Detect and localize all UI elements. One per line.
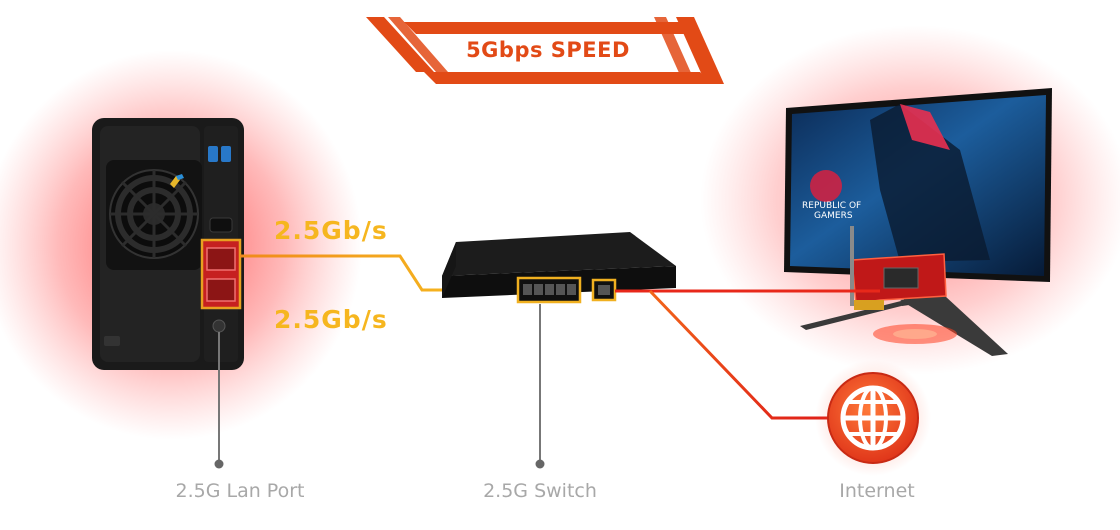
speed-banner xyxy=(366,17,724,84)
caption-internet: Internet xyxy=(839,480,915,502)
monitor-brand-line2: GAMERS xyxy=(814,211,853,221)
rog-eye-logo xyxy=(810,170,842,202)
fan-icon xyxy=(106,160,202,270)
caption-switch: 2.5G Switch xyxy=(483,480,597,502)
nas-device xyxy=(92,118,244,370)
caption-lan-port: 2.5G Lan Port xyxy=(175,480,305,502)
switch-out-links xyxy=(615,289,880,420)
speed-label: 5Gbps SPEED xyxy=(466,38,630,62)
link-rate-bottom: 2.5Gb/s xyxy=(274,305,388,334)
monitor-device xyxy=(784,88,1052,356)
internet-globe-icon xyxy=(815,360,931,476)
monitor-brand-line1: REPUBLIC OF xyxy=(802,201,861,211)
link-rate-top: 2.5Gb/s xyxy=(274,216,388,245)
caption-leaders xyxy=(214,304,545,469)
lan-ports xyxy=(200,238,242,310)
